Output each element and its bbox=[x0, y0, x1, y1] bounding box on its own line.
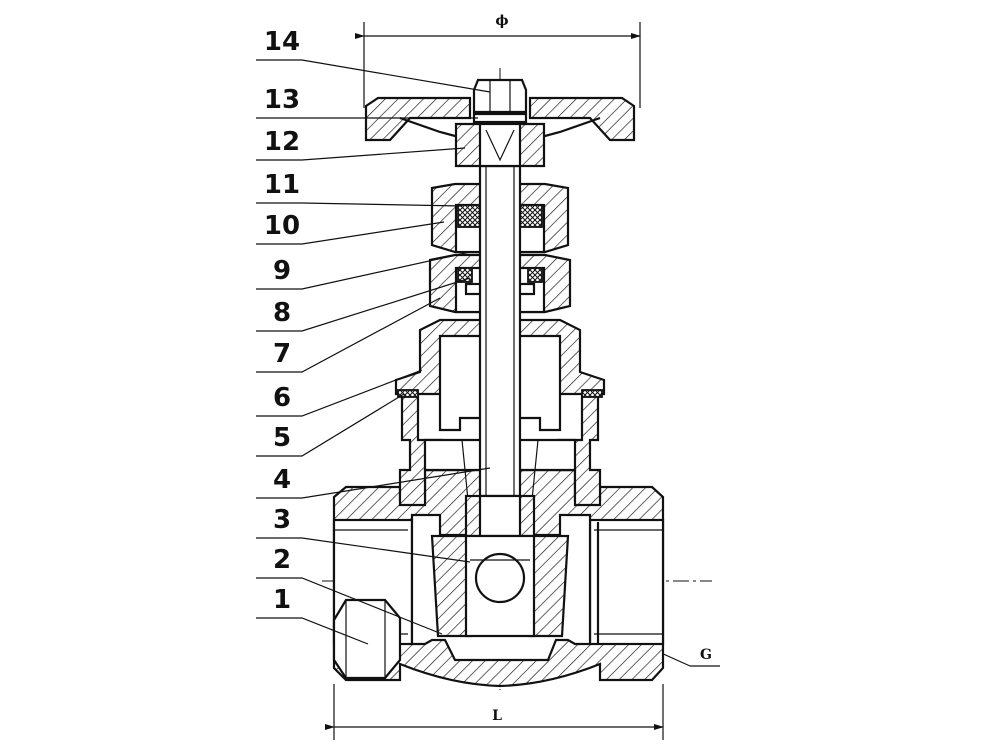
dimension-top: ϕ bbox=[355, 13, 641, 108]
callout-1: 1 bbox=[273, 585, 291, 615]
callout-5: 5 bbox=[273, 423, 291, 453]
dimension-bottom: L bbox=[325, 684, 664, 740]
callout-13: 13 bbox=[264, 85, 300, 115]
callout-labels: 14 13 12 11 10 9 8 7 6 5 4 3 2 1 bbox=[264, 27, 300, 615]
nut-washer bbox=[472, 78, 528, 124]
callout-11: 11 bbox=[264, 170, 300, 200]
callout-10: 10 bbox=[264, 211, 300, 241]
callout-2: 2 bbox=[273, 545, 291, 575]
stem bbox=[464, 108, 536, 538]
callout-9: 9 bbox=[273, 256, 291, 286]
dimension-top-label: ϕ bbox=[495, 13, 508, 29]
gate-wedge bbox=[430, 534, 570, 638]
callout-3: 3 bbox=[273, 505, 291, 535]
callout-12: 12 bbox=[264, 127, 300, 157]
callout-8: 8 bbox=[273, 298, 291, 328]
handwheel bbox=[364, 96, 636, 168]
callout-14: 14 bbox=[264, 27, 300, 57]
callout-7: 7 bbox=[273, 339, 291, 369]
dimension-right-label: G bbox=[700, 647, 712, 663]
callout-6: 6 bbox=[273, 383, 291, 413]
dimension-bottom-label: L bbox=[492, 708, 502, 724]
callout-leaders bbox=[256, 59, 491, 645]
callout-4: 4 bbox=[273, 465, 291, 495]
